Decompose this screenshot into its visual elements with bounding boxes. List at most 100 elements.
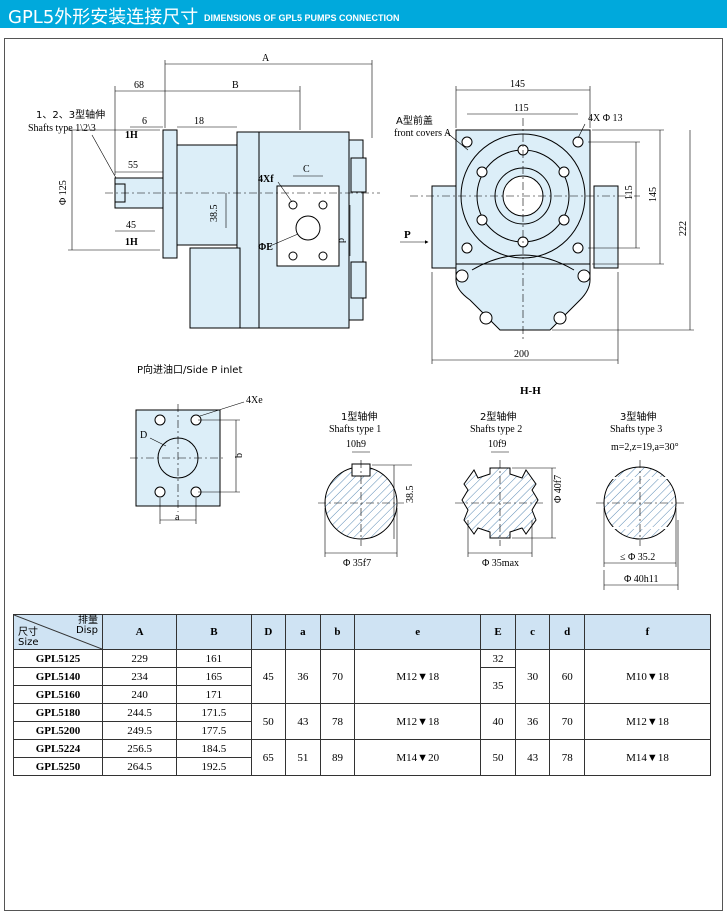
model-cell: GPL5125 [13, 649, 103, 668]
cell-B: 184.5 [176, 739, 252, 758]
dim-200: 200 [514, 349, 529, 360]
cell-B: 171 [176, 685, 252, 704]
col-f: f [583, 614, 712, 650]
shaft-type-1: 1型轴伸 Shafts type 1 10h9 38.5 Φ 35f7 [318, 410, 416, 569]
cell-D: 65 [250, 739, 287, 776]
shaft-type-2: 2型轴伸 Shafts type 2 10f9 Φ 40f7 Φ 35max [455, 410, 564, 569]
technical-drawing: A 68 B 6 18 1H 55 45 1H Φ 125 4Xf C 38.5… [28, 53, 694, 590]
dim-D: D [140, 430, 147, 441]
col-e: e [354, 614, 482, 650]
cell-B: 177.5 [176, 721, 252, 740]
table-row: GPL5125 229 161 45 36 70 M12▼18 32 30 60… [13, 649, 712, 704]
corner-disp-en: Disp [75, 625, 98, 636]
cell-B: 165 [176, 667, 252, 686]
cell-f: M10▼18 [583, 649, 712, 704]
shaft1-dia: Φ 35f7 [343, 558, 371, 569]
model-cell: GPL5160 [13, 685, 103, 704]
shaft2-cn: 2型轴伸 [480, 410, 516, 423]
dim-4xphi13: 4X Φ 13 [588, 113, 623, 124]
model-cell: GPL5250 [13, 757, 103, 776]
model-cell: GPL5180 [13, 703, 103, 722]
cell-b: 70 [319, 649, 356, 704]
cell-d: 60 [549, 649, 585, 704]
col-c: c [514, 614, 551, 650]
table-header-row: 排量 Disp 尺寸 Size A B D a b e E c d f [13, 614, 712, 650]
dim-4xe: 4Xe [246, 395, 263, 406]
cell-A: 256.5 [101, 739, 178, 758]
dim-b: b [234, 453, 245, 458]
drawing-frame [4, 38, 723, 911]
cell-b: 89 [319, 739, 356, 776]
cell-c: 43 [514, 739, 551, 776]
label-P: P [404, 229, 411, 241]
side-view [114, 129, 367, 329]
cell-A: 249.5 [101, 721, 178, 740]
cell-c: 36 [514, 703, 551, 740]
dim-18: 18 [194, 116, 204, 127]
table-row: GPL5200 249.5 177.5 [13, 721, 711, 740]
front-cover-label-cn: A型前盖 [396, 114, 433, 127]
front-cover-label-en: front covers A [394, 128, 452, 139]
dim-d: d [336, 238, 347, 243]
cell-d: 70 [549, 703, 585, 740]
cell-f: M14▼18 [583, 739, 712, 776]
cell-E: 40 [480, 703, 516, 740]
shaft2-spline: 10f9 [488, 439, 506, 450]
flange [162, 129, 178, 259]
table-row: GPL5224 256.5 184.5 65 51 89 M14▼20 50 4… [13, 739, 712, 776]
title-english: DIMENSIONS OF GPL5 PUMPS CONNECTION [204, 13, 400, 23]
cell-B: 161 [176, 649, 252, 668]
front-bolt-holes [455, 136, 591, 325]
dim-55: 55 [128, 160, 138, 171]
col-a: a [285, 614, 321, 650]
model-cell: GPL5200 [13, 721, 103, 740]
dim-A: A [262, 53, 270, 64]
cell-E: 35 [480, 667, 516, 704]
inlet-label: P向进油口/Side P inlet [137, 363, 242, 376]
corner-disp-cn: 排量 [78, 615, 98, 626]
cell-A: 240 [101, 685, 178, 704]
dim-6: 6 [142, 116, 147, 127]
shaft-types-label-en: Shafts type 1\2\3 [28, 123, 96, 134]
cell-e: M14▼20 [354, 739, 482, 776]
shaft2-inner-dia: Φ 35max [482, 558, 519, 569]
corner-size-cn: 尺寸 [18, 627, 38, 638]
cell-a: 36 [285, 649, 321, 704]
cell-B: 192.5 [176, 757, 252, 776]
label-HH: H-H [520, 385, 541, 397]
cell-a: 51 [285, 739, 321, 776]
shaft1-en: Shafts type 1 [329, 424, 381, 435]
title-bar: GPL5外形安装连接尺寸 DIMENSIONS OF GPL5 PUMPS CO… [0, 0, 727, 28]
table-row: GPL5180 244.5 171.5 50 43 78 M12▼18 40 3… [13, 703, 712, 740]
table-row: GPL5250 264.5 192.5 [13, 757, 711, 776]
shaft2-en: Shafts type 2 [470, 424, 522, 435]
model-cell: GPL5140 [13, 667, 103, 686]
dim-phiE: ΦE [258, 242, 273, 253]
col-A: A [101, 614, 178, 650]
corner-size-en: Size [18, 637, 39, 648]
cell-e: M12▼18 [354, 703, 482, 740]
table-corner-cell: 排量 Disp 尺寸 Size [13, 614, 103, 650]
shaft1-key: 10h9 [346, 439, 366, 450]
cell-D: 45 [250, 649, 287, 704]
dim-222: 222 [678, 221, 689, 236]
cell-A: 264.5 [101, 757, 178, 776]
cell-d: 78 [549, 739, 585, 776]
col-B: B [176, 614, 252, 650]
shaft3-min-dia: ≤ Φ 35.2 [620, 552, 655, 563]
cell-b: 78 [319, 703, 356, 740]
shaft3-outer-dia: Φ 40h11 [624, 574, 658, 585]
side-port-hole [295, 215, 321, 241]
front-view [431, 129, 619, 331]
col-D: D [250, 614, 287, 650]
dim-4xf: 4Xf [258, 174, 274, 185]
shaft2-outer-dia: Φ 40f7 [553, 475, 564, 503]
dim-C: C [303, 164, 310, 175]
section-mark-top: 1H [125, 130, 138, 141]
cell-a: 43 [285, 703, 321, 740]
dim-45: 45 [126, 220, 136, 231]
dim-phi125: Φ 125 [58, 180, 69, 205]
shaft-type-3: 3型轴伸 Shafts type 3 m=2,z=19,a=30° ≤ Φ 35… [596, 410, 684, 590]
dim-B: B [232, 80, 239, 91]
cell-B: 171.5 [176, 703, 252, 722]
